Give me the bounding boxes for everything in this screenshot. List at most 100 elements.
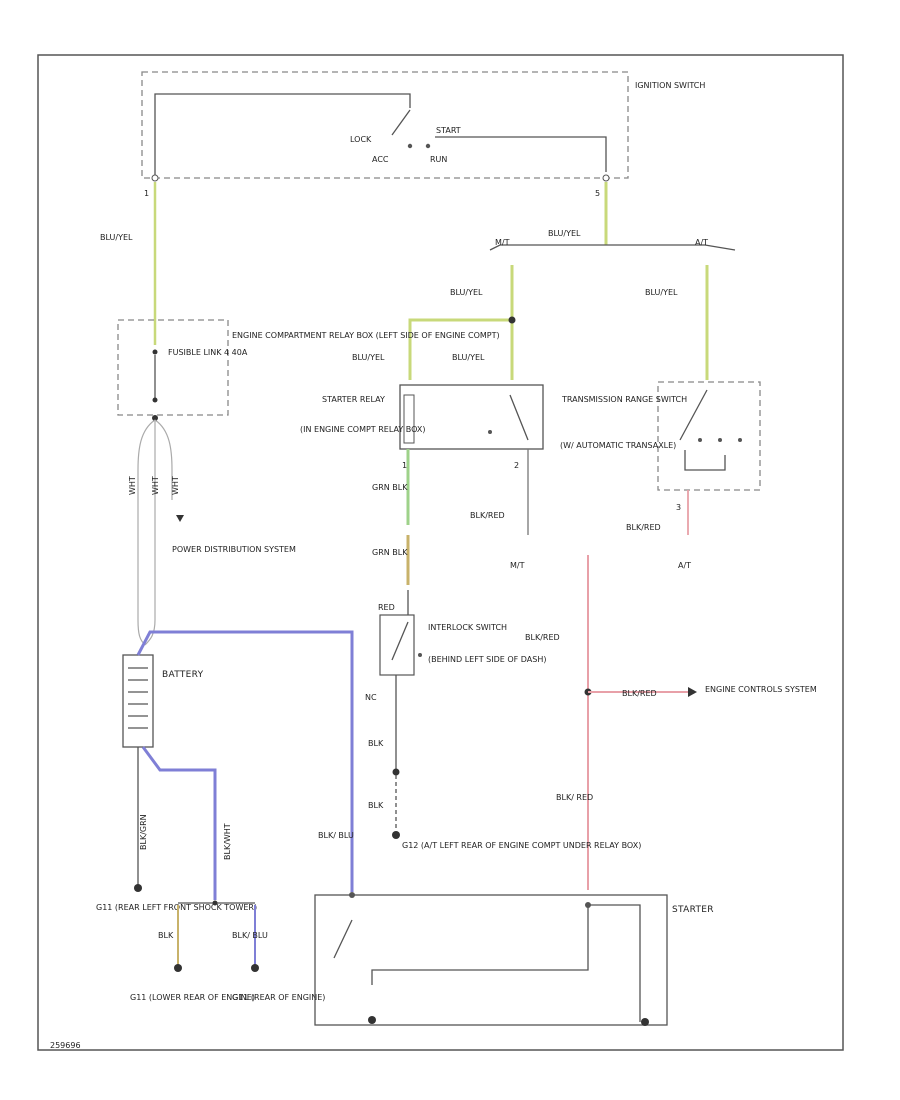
battery-body [122,654,154,748]
splice-relay-feed [508,316,516,324]
starter-label: STARTER [672,905,714,915]
interlock-switch-arm [391,621,409,661]
tr-switch-title: TRANSMISSION RANGE SWITCH [561,395,687,404]
wire-label-blu-yel-3: BLU/YEL [645,288,678,297]
starter-relay-contact [509,394,529,441]
wire-label-wht-2: WHT [151,476,160,495]
wire-label-blu-yel-left: BLU/YEL [100,233,133,242]
wire-label-grn-blk-1: GRN BLK [372,483,408,492]
wire-label-wht-3: WHT [171,476,180,495]
ground-g12 [392,831,400,839]
battery: BATTERY [122,654,204,748]
ground-g12-label: G12 (A/T LEFT REAR OF ENGINE COMPT UNDER… [402,841,641,850]
interlock-nc-label: NC [365,693,377,702]
wire-label-blk-red-3: BLK/RED [525,633,560,642]
wire-label-blk-blu: BLK/ BLU [318,831,354,840]
engine-controls-arrow [688,687,697,697]
tr-switch-box [657,381,761,491]
wire-label-blu-yel-2: BLU/YEL [450,288,483,297]
starter-relay-dot [488,430,492,434]
ignition-lock-label: LOCK [350,135,372,144]
wire-label-grn-blk-2: GRN BLK [372,548,408,557]
transmission-range-switch: TRANSMISSION RANGE SWITCH (W/ AUTOMATIC … [560,381,761,512]
ground-g11-rear-label: G11 (REAR OF ENGINE) [232,993,325,1002]
wire-label-blk-1: BLK [368,739,384,748]
ignition-start-label: START [436,126,461,135]
ignition-switch-title: IGNITION SWITCH [635,81,705,90]
battery-label: BATTERY [162,670,204,680]
relay-box-outline [117,319,229,416]
starter-contact [333,919,353,959]
wire-label-blk-grn: BLK/GRN [139,814,148,850]
wire-label-blk-red-5: BLK/ RED [556,793,593,802]
tr-switch-arm [679,389,708,441]
starter-box [314,894,668,1026]
power-distribution-label: POWER DISTRIBUTION SYSTEM [172,545,296,554]
fusible-link-label: FUSIBLE LINK 4 40A [168,348,248,357]
tr-pin-3: 3 [676,503,681,512]
ignition-switch: LOCK START ACC RUN IGNITION SWITCH 1 5 [141,71,705,198]
wire-wht-bundle-2 [144,420,156,646]
branch-label-mt-bottom: M/T [510,561,525,570]
tr-contact-1 [698,438,702,442]
wire-label-wht-1: WHT [128,476,137,495]
starter-relay: STARTER RELAY (IN ENGINE COMPT RELAY BOX… [300,384,544,470]
branch-label-at-bottom: A/T [678,561,691,570]
starter-terminal-battery [349,892,355,898]
relay-pin-1: 1 [402,461,407,470]
ground-g11-lower-rear-label: G11 (LOWER REAR OF ENGINE) [130,993,255,1002]
tr-switch-output [684,450,726,471]
relay-pin-2: 2 [514,461,519,470]
relay-box-location: ENGINE COMPARTMENT RELAY BOX (LEFT SIDE … [232,331,500,340]
interlock-switch-box [379,614,415,676]
wire-label-blk-lower: BLK [158,931,174,940]
ignition-pin-5: 5 [595,189,600,198]
engine-controls-label: ENGINE CONTROLS SYSTEM [705,685,817,694]
starter-relay-box [399,384,544,450]
wire-label-blk-blu-s: BLK/ BLU [232,931,268,940]
ignition-contact-arm [391,109,411,136]
diagram-frame [37,54,844,1051]
branch-label-mt-top: M/T [495,238,510,247]
ignition-wire-left [154,93,411,175]
wire-label-blk-wht: BLK/WHT [223,823,232,860]
ignition-acc-label: ACC [372,155,389,164]
starter-relay-location: (IN ENGINE COMPT RELAY BOX) [300,425,426,434]
diagram-code: 259696 [50,1041,81,1050]
ignition-contact-acc [407,143,413,149]
interlock-switch-location: (BEHIND LEFT SIDE OF DASH) [428,655,546,664]
fusible-link-terminal-bottom [152,397,158,403]
starter-ground-wire [588,904,641,1022]
tr-contact-3 [738,438,742,442]
fusible-link: FUSIBLE LINK 4 40A ENGINE COMPARTMENT RE… [117,319,500,421]
splice-interlock-ground [392,768,400,776]
tr-switch-note: (W/ AUTOMATIC TRANSAXLE) [560,441,676,450]
interlock-switch-title: INTERLOCK SWITCH [428,623,507,632]
interlock-switch-dot [418,653,422,657]
starter-relay-title: STARTER RELAY [322,395,385,404]
fusible-link-splice [152,415,158,421]
ignition-terminal-5 [602,174,610,182]
wire-label-blk-red-4: BLK/RED [622,689,657,698]
wire-label-blk-red-2: BLK/RED [626,523,661,532]
fusible-link-terminal-top [152,349,158,355]
starter-motor-ground [368,1016,376,1024]
ground-g11-rear [251,964,259,972]
wire-battery-positive [136,630,354,892]
wire-label-red: RED [378,603,395,612]
ignition-switch-box [141,71,629,179]
wire-blu-yel-relay-coil [408,318,512,380]
starter-ground-point [641,1018,649,1026]
branch-label-at-top: A/T [695,238,708,247]
power-distribution-arrow [176,515,184,522]
ignition-run-label: RUN [430,155,447,164]
wire-battery-ground-strap [141,746,217,900]
interlock-switch: INTERLOCK SWITCH (BEHIND LEFT SIDE OF DA… [365,614,546,702]
ignition-pin-1: 1 [144,189,149,198]
tr-contact-2 [718,438,722,442]
wire-label-blk-2: BLK [368,801,384,810]
ignition-terminal-1 [151,174,159,182]
wire-split-mt-at [489,244,736,251]
ground-g11-shock-tower-label: G11 (REAR LEFT FRONT SHOCK TOWER) [96,903,257,912]
